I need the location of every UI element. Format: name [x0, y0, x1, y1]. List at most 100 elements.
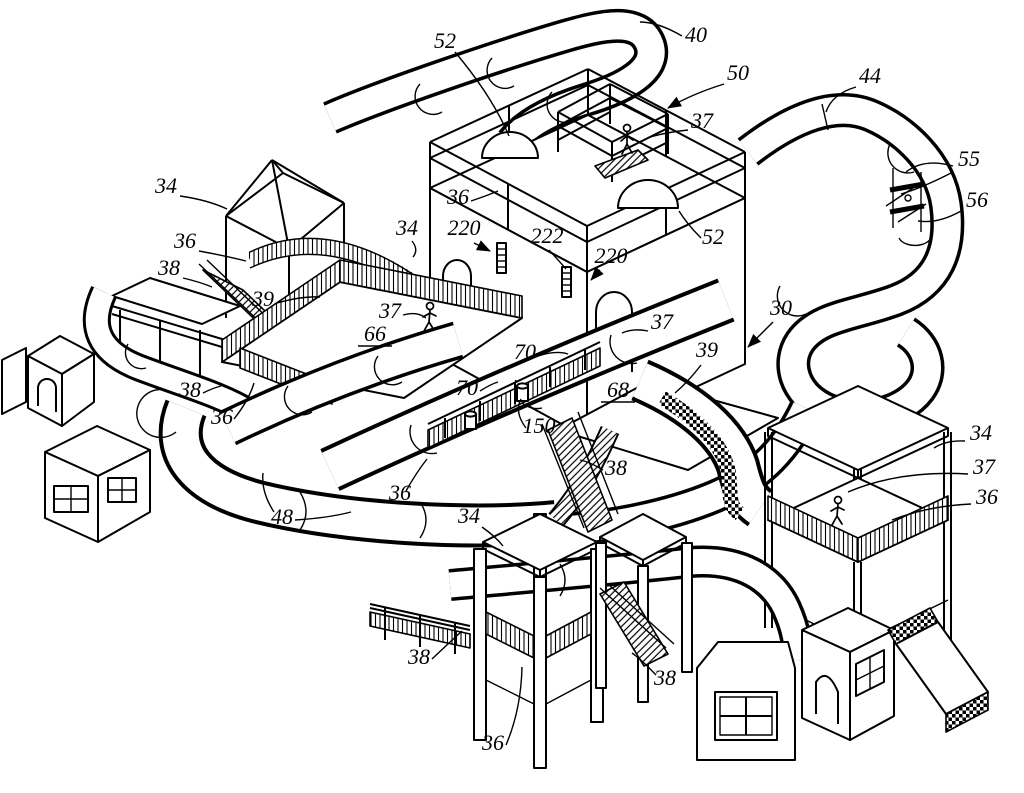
ref-label-34: 34 — [457, 503, 480, 528]
cup-cylinder — [516, 382, 529, 402]
ref-label-68: 68 — [607, 377, 629, 402]
leader-line-52 — [454, 51, 510, 137]
right-tower — [764, 385, 952, 706]
building-arch-hut — [801, 607, 895, 741]
ref-label-66: 66 — [364, 321, 386, 346]
ref-label-30: 30 — [769, 295, 792, 320]
gate-mechanism — [885, 168, 933, 247]
ref-label-52: 52 — [702, 224, 724, 249]
stair-enclosure — [557, 83, 669, 182]
ref-label-37: 37 — [972, 454, 996, 479]
mid-tube-upper — [219, 321, 464, 446]
leader-line-55 — [905, 162, 954, 173]
small-hut-left — [1, 335, 95, 427]
hut-arch-door — [815, 674, 839, 724]
ref-label-220: 220 — [595, 243, 628, 268]
doorway-arch — [595, 291, 633, 372]
bottom-tower-a — [473, 513, 604, 769]
leader-line-220 — [473, 240, 491, 252]
ref-label-36: 36 — [173, 228, 196, 253]
leader-line-150 — [517, 398, 527, 429]
tower-railing — [545, 611, 592, 659]
ref-label-36: 36 — [446, 184, 469, 209]
ref-label-34: 34 — [154, 173, 177, 198]
leader-line-37 — [621, 329, 649, 334]
stairs-bottom — [599, 581, 675, 667]
fence — [339, 259, 523, 319]
leader-line-34 — [179, 195, 228, 210]
leader-line-48 — [262, 472, 275, 513]
leader-line-37 — [649, 129, 689, 138]
person-figure — [830, 495, 845, 526]
leader-line-44 — [825, 86, 857, 113]
leader-line-70 — [479, 381, 499, 392]
leader-line-40 — [639, 21, 683, 37]
leader-line-37 — [847, 472, 969, 493]
ref-label-39: 39 — [695, 337, 718, 362]
cube-building-left — [44, 425, 151, 543]
leader-line-50 — [667, 83, 725, 109]
leader-line-38 — [202, 385, 222, 394]
leader-line-38 — [579, 459, 604, 471]
wall-arch — [442, 259, 472, 310]
leader-line-222 — [548, 249, 567, 270]
u-loop-tube — [136, 388, 559, 548]
ref-label-37: 37 — [378, 298, 402, 323]
ref-label-44: 44 — [859, 63, 881, 88]
tube-mouth-dome — [617, 179, 679, 209]
ref-label-52: 52 — [434, 28, 456, 53]
ref-label-70: 70 — [514, 339, 536, 364]
leader-line-34 — [411, 240, 417, 258]
ref-label-34: 34 — [395, 215, 418, 240]
ref-label-36: 36 — [388, 480, 411, 505]
ref-label-222: 222 — [531, 223, 564, 248]
ref-label-55: 55 — [958, 146, 980, 171]
leader-line-48 — [294, 511, 352, 521]
ref-label-39: 39 — [251, 286, 274, 311]
leader-line-36 — [198, 250, 247, 262]
leader-line-30 — [747, 321, 774, 348]
window — [107, 477, 137, 503]
leader-line-36 — [505, 666, 523, 746]
cup-cylinder — [464, 410, 477, 430]
stairs-center — [541, 411, 619, 533]
ref-label-36: 36 — [210, 404, 233, 429]
leader-line-36 — [405, 458, 428, 492]
window — [855, 649, 885, 697]
ref-label-38: 38 — [407, 644, 430, 669]
ref-label-40: 40 — [685, 22, 707, 47]
ref-label-38: 38 — [653, 665, 676, 690]
platform-railing — [857, 495, 949, 563]
exit-ramp — [887, 607, 989, 733]
ref-label-56: 56 — [966, 187, 988, 212]
leader-line-36 — [233, 382, 255, 420]
ref-label-36: 36 — [975, 484, 998, 509]
ref-label-37: 37 — [650, 309, 674, 334]
ref-label-220: 220 — [448, 215, 481, 240]
building-flat-hut — [696, 641, 796, 761]
ref-label-48: 48 — [271, 504, 293, 529]
person-figure — [422, 301, 437, 332]
ref-label-36: 36 — [481, 730, 504, 755]
leader-line-39 — [674, 364, 702, 394]
leader-line-38 — [182, 277, 213, 288]
ref-label-38: 38 — [178, 377, 201, 402]
person-figure — [620, 123, 634, 155]
leader-line-36 — [470, 190, 499, 202]
platform-66 — [221, 259, 523, 405]
ref-label-70: 70 — [456, 375, 478, 400]
leader-line-36 — [891, 503, 972, 521]
climbing-strip — [496, 242, 507, 274]
ref-label-50: 50 — [727, 60, 749, 85]
feeder-tube — [82, 286, 260, 426]
ref-label-38: 38 — [604, 455, 627, 480]
central-tower-deck — [429, 68, 746, 273]
leader-line-52 — [678, 210, 702, 239]
ref-label-34: 34 — [969, 420, 992, 445]
hut-arch-door — [37, 378, 57, 412]
leader-line-37 — [402, 312, 427, 319]
leader-line-38 — [631, 652, 657, 676]
leader-line-55 — [900, 171, 954, 195]
